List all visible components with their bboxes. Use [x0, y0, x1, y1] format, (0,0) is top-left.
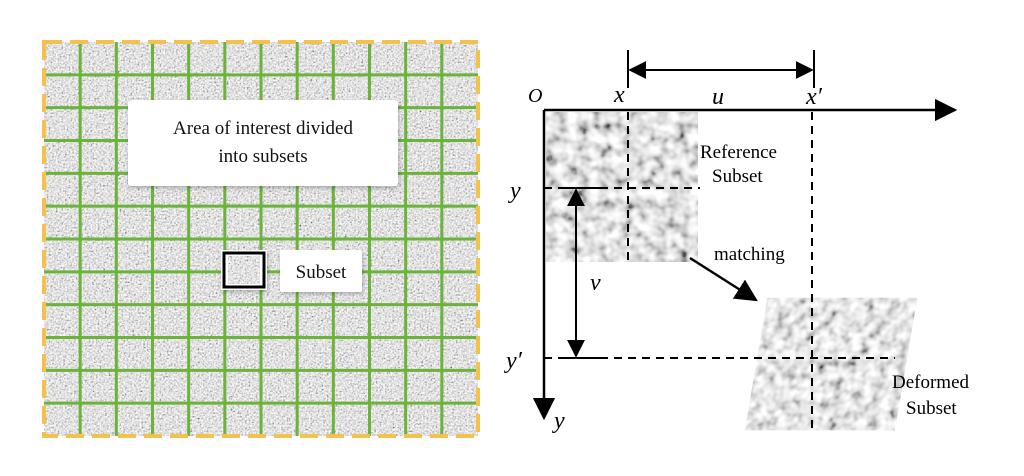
- aoi-label-line1: Area of interest divided: [173, 118, 353, 139]
- y-label: y: [508, 178, 521, 204]
- deformed-label-line1: Deformed: [892, 372, 970, 393]
- subset-callout: [280, 250, 362, 292]
- reference-label-line1: Reference: [700, 142, 777, 163]
- aoi-callout: [128, 100, 398, 186]
- aoi-dashed-border: [42, 40, 480, 438]
- v-label: v: [590, 270, 601, 296]
- x-label: x: [613, 82, 625, 108]
- subset-label: Subset: [296, 262, 347, 283]
- aoi-label-line2: into subsets: [218, 146, 307, 167]
- subset-speckle: [228, 256, 260, 284]
- reference-label-line2: Subset: [712, 166, 763, 187]
- deformed-label-line2: Subset: [906, 398, 957, 419]
- y-prime-label: y′: [504, 348, 523, 374]
- subset-box: [222, 251, 266, 289]
- y-axis-label: y: [552, 408, 565, 434]
- matching-label: matching: [714, 244, 785, 265]
- displacement-diagram: O x x′ u y v y′ y Reference Subset match…: [504, 50, 970, 434]
- origin-label: O: [528, 85, 542, 107]
- u-label: u: [712, 84, 724, 110]
- speckle-image-panel: Area of interest divided into subsets Su…: [42, 40, 480, 438]
- x-prime-label: x′: [805, 84, 823, 110]
- deformed-subset-image: [744, 298, 918, 430]
- matching-arrow: [689, 256, 758, 302]
